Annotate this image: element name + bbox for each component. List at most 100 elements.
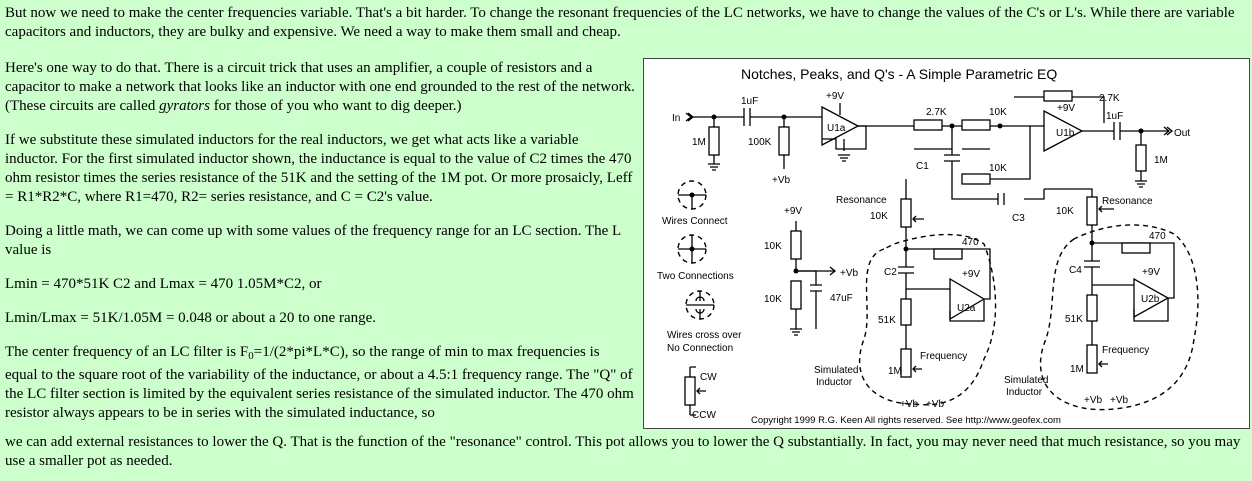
sim-ind-b-label-1: Simulated <box>1004 375 1048 386</box>
out-label: Out <box>1174 128 1190 139</box>
output-capacitor <box>1113 122 1121 140</box>
c4-capacitor <box>1084 260 1100 268</box>
r-2k7-feedback <box>1043 90 1073 102</box>
c2-capacitor <box>898 266 914 274</box>
wires-connect-icon <box>677 180 707 210</box>
u2a-label: U2a <box>957 303 976 314</box>
r-51k-a-label: 51K <box>878 315 896 326</box>
r-1m-label: 1M <box>692 137 706 148</box>
two-connections-icon <box>677 234 707 264</box>
v9-e-label: +9V <box>1142 267 1160 278</box>
r-1m-output <box>1135 144 1147 172</box>
sim-ind-a-label-2: Inductor <box>816 377 853 388</box>
resonance-a-label: Resonance <box>836 195 887 206</box>
r-2k7-label: 2.7K <box>926 107 947 118</box>
r-1m-b-label: 1M <box>1154 155 1168 166</box>
in-label: In <box>672 113 680 124</box>
c4-label: C4 <box>1069 265 1082 276</box>
vb-f-label: +Vb <box>1110 395 1129 406</box>
r-10k-mid <box>961 173 991 185</box>
r-2k7-a <box>913 119 943 131</box>
u2b-label: U2b <box>1141 294 1160 305</box>
r-51k-a <box>900 298 912 326</box>
r-100k <box>778 126 790 156</box>
c3-label: C3 <box>1012 213 1025 224</box>
bias-r-bottom <box>790 280 802 310</box>
potentiometer-icon <box>684 366 706 416</box>
r-51k-b-label: 51K <box>1065 314 1083 325</box>
lmin-lmax-paragraph: Lmin = 470*51K C2 and Lmax = 470 1.05M*C… <box>5 276 322 292</box>
r-10k-e-label: 10K <box>764 294 782 305</box>
center-frequency-paragraph: The center frequency of an LC filter is … <box>5 344 634 421</box>
r-51k-b <box>1086 294 1098 322</box>
math-paragraph: Doing a little math, we can come up with… <box>5 223 621 258</box>
vb-d-label: +Vb <box>926 399 945 410</box>
c3-capacitor <box>997 193 1005 205</box>
schematic-title: Notches, Peaks, and Q's - A Simple Param… <box>741 66 1057 82</box>
frequency-a-label: Frequency <box>920 351 967 362</box>
inductance-paragraph: If we substitute these simulated inducto… <box>5 132 633 205</box>
u1a-label: U1a <box>827 123 846 134</box>
u1b-opamp <box>1043 109 1084 153</box>
r-100k-label: 100K <box>748 137 772 148</box>
frequency-pot-b <box>1086 344 1098 374</box>
r-470-label: 470 <box>962 237 979 248</box>
c1-label: C1 <box>916 161 929 172</box>
cw-label: CW <box>700 372 717 383</box>
r-1m-d-label: 1M <box>1070 364 1084 375</box>
ratio-paragraph: Lmin/Lmax = 51K/1.05M = 0.048 or about a… <box>5 310 377 326</box>
resonance-b-label: Resonance <box>1102 196 1153 207</box>
r-10k-b-label: 10K <box>989 163 1007 174</box>
left-column: Here's one way to do that. There is a ci… <box>5 59 635 438</box>
r-10k-label: 10K <box>989 107 1007 118</box>
resonance-pot-b <box>1086 196 1098 226</box>
gyrators-term: gyrators <box>159 98 210 114</box>
v9-label: +9V <box>826 91 844 102</box>
frequency-pot-a <box>900 348 912 378</box>
c-1uf-b-label: 1uF <box>1106 111 1123 122</box>
bias-r-top <box>790 230 802 260</box>
legend-cross-label-1: Wires cross over <box>667 330 742 341</box>
input-capacitor <box>743 108 751 126</box>
resonance-pot-a <box>900 198 912 228</box>
gyrator-paragraph: Here's one way to do that. There is a ci… <box>5 60 635 114</box>
legend-connect-label: Wires Connect <box>662 216 728 227</box>
vb-label: +Vb <box>772 175 791 186</box>
v9-d-label: +9V <box>962 269 980 280</box>
legend-two-label: Two Connections <box>657 271 734 282</box>
r-470-b-label: 470 <box>1149 231 1166 242</box>
intro-paragraph: But now we need to make the center frequ… <box>5 5 1235 40</box>
sim-ind-b-label-2: Inductor <box>1006 387 1043 398</box>
r-470-a <box>933 248 963 260</box>
resonance-paragraph: we can add external resistances to lower… <box>5 434 1241 469</box>
legend-cross-label-2: No Connection <box>667 343 733 354</box>
r-2k7-b-label: 2.7K <box>1099 93 1120 104</box>
circuit-schematic: Notches, Peaks, and Q's - A Simple Param… <box>643 58 1250 429</box>
r-470-b <box>1121 242 1151 254</box>
r-10k-f-label: 10K <box>1056 206 1074 217</box>
u2a-opamp <box>949 277 986 321</box>
sim-ind-a-label-1: Simulated <box>814 365 858 376</box>
r-1m-c-label: 1M <box>888 366 902 377</box>
c-47uf-label: 47uF <box>830 293 853 304</box>
output-jack-icon <box>1163 126 1174 136</box>
v9-b-label: +9V <box>1057 103 1075 114</box>
r-10k-c-label: 10K <box>870 211 888 222</box>
wires-cross-icon <box>685 290 715 320</box>
u1a-opamp <box>821 105 860 147</box>
c2-label: C2 <box>884 267 897 278</box>
c-1uf-label: 1uF <box>741 96 758 107</box>
r-10k-d-label: 10K <box>764 241 782 252</box>
input-jack-icon <box>685 112 695 122</box>
schematic-drawing: Notches, Peaks, and Q's - A Simple Param… <box>657 66 1199 426</box>
r-10k-top <box>961 119 991 131</box>
v9-c-label: +9V <box>784 206 802 217</box>
u2b-opamp <box>1133 277 1170 319</box>
vb-e-label: +Vb <box>1084 395 1103 406</box>
ccw-label: CCW <box>692 410 716 421</box>
u1b-label: U1b <box>1056 128 1075 139</box>
vb-c-label: +Vb <box>900 399 919 410</box>
copyright-credit: Copyright 1999 R.G. Keen All rights rese… <box>751 415 1061 426</box>
frequency-b-label: Frequency <box>1102 345 1149 356</box>
r-1m-input <box>708 126 720 156</box>
